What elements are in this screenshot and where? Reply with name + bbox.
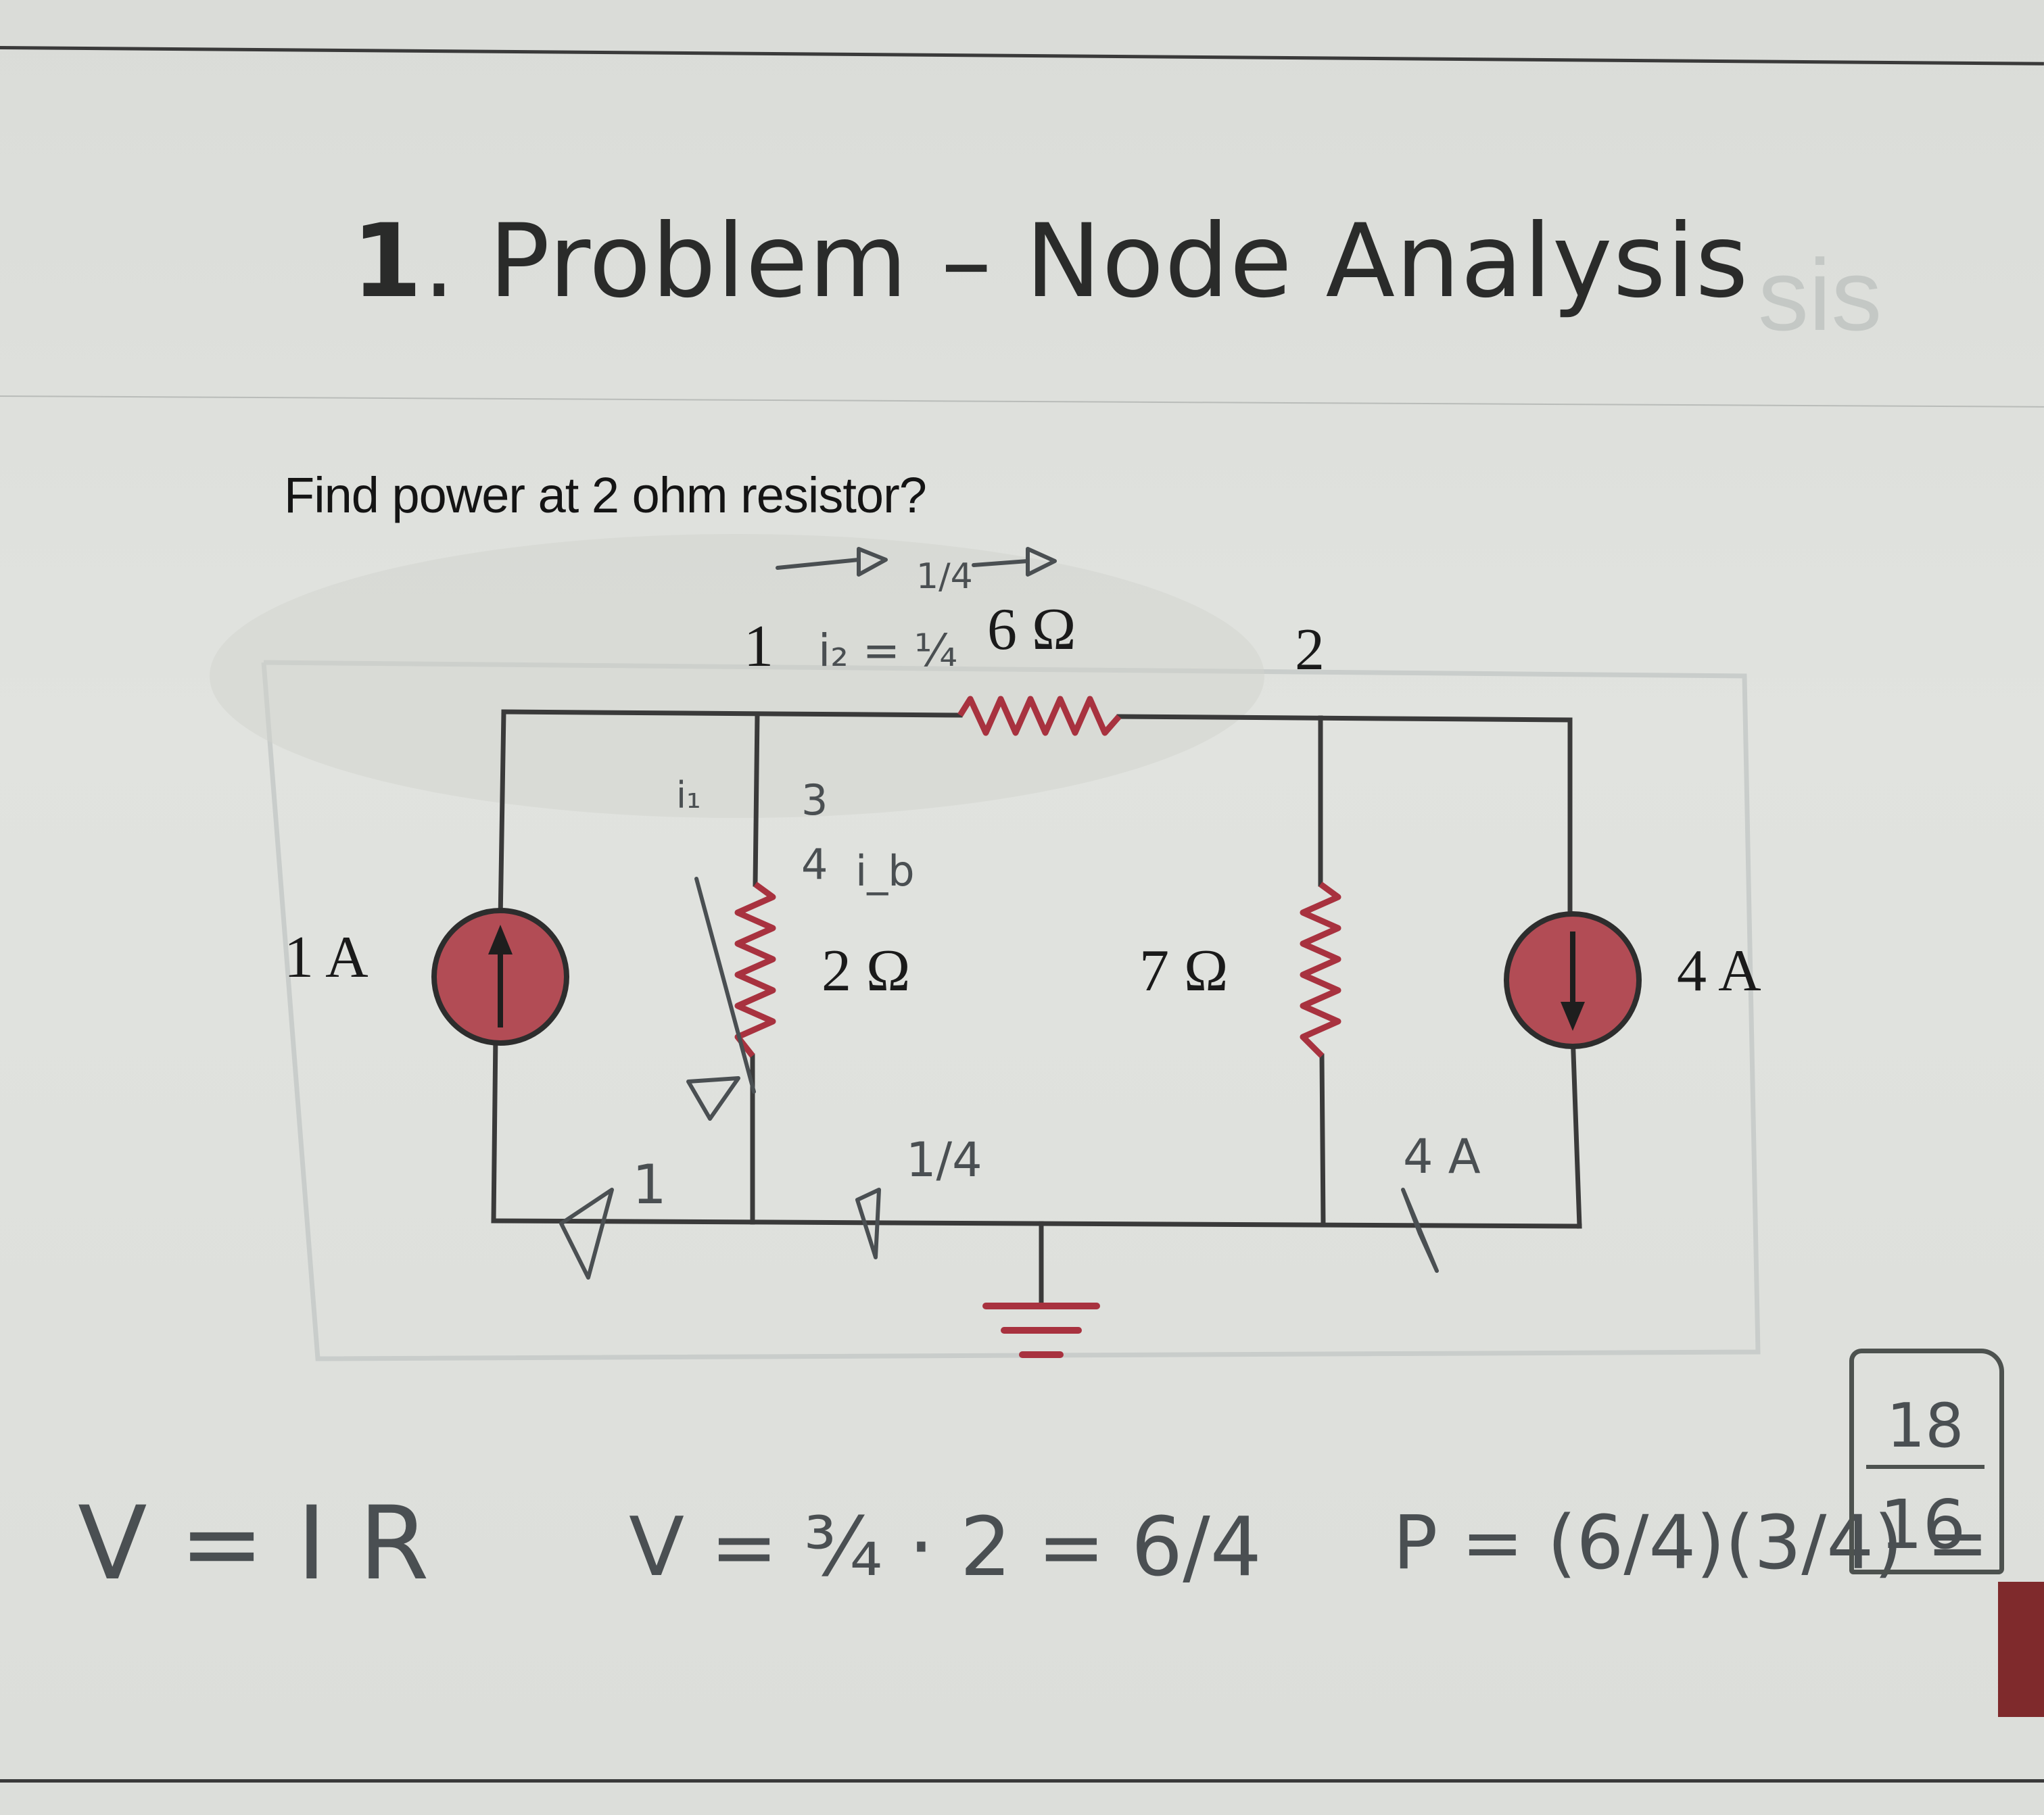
resistor-6-ohm [957,696,1122,736]
node-label-1: 1 [744,614,774,679]
label-2-ohm: 2 Ω [822,938,910,1004]
voltage-equation: V = ¾ · 2 = 6/4 [629,1501,1262,1595]
page-title: 1. Problem – Node Analysis [352,203,1749,320]
hand-bottom-quarter: 1/4 [906,1132,982,1188]
hand-arrow-fraction: 1/4 [916,556,973,597]
edge-red-mark [1998,1582,2044,1717]
node-label-2: 2 [1295,617,1325,683]
ohms-law-equation: V = I R [78,1485,429,1603]
resistor-7-ohm [1300,881,1341,1059]
problem-question: Find power at 2 ohm resistor? [284,467,927,523]
label-4A: 4 A [1677,938,1761,1004]
hand-ib-label: i_b [855,846,915,896]
triangle-mark-icon [559,1188,614,1280]
triangle-mark-icon [686,1076,740,1121]
resistor-2-ohm [734,881,776,1058]
hand-i2-label: i₂ = ¼ [818,625,957,677]
label-7-ohm: 7 Ω [1139,938,1228,1004]
show-through-text: sis [1758,238,1882,352]
boxed-answer [1849,1349,2004,1574]
triangle-mark-icon [1401,1188,1439,1273]
current-source-4A [1504,911,1642,1049]
label-6-ohm: 6 Ω [987,597,1076,662]
arrow-down-icon [1561,1002,1585,1031]
label-1A: 1 A [284,925,369,990]
hand-i1-label: i₁ [676,774,701,817]
hand-fraction-den: 4 [801,840,828,889]
ground-symbol [982,1303,1100,1358]
circuit-wires [491,709,1582,1307]
hand-bottom-one: 1 [632,1153,667,1216]
answer-denominator: 16 [1880,1485,1966,1564]
bottom-rule [0,1779,2044,1783]
hand-fraction-num: 3 [801,775,828,825]
hand-bottom-4A: 4 A [1403,1129,1481,1184]
current-source-1A [431,908,569,1046]
arrow-up-icon [488,925,513,954]
hand-arrows [559,547,1439,1280]
triangle-mark-icon [855,1188,881,1259]
show-through-wiring [210,534,1761,1361]
answer-numerator: 18 [1886,1390,1964,1461]
